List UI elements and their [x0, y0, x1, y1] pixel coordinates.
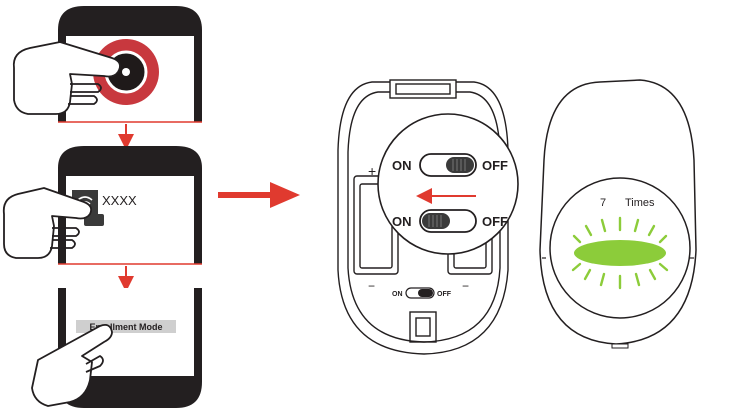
battery-minus-label-right: − [462, 279, 469, 293]
device-name-label: XXXX [102, 193, 137, 208]
switch-magnifier [377, 113, 519, 255]
case-power-switch[interactable]: ON OFF [392, 287, 452, 299]
upper-switch-off-label: OFF [482, 158, 508, 173]
upper-switch-on-label: ON [392, 158, 412, 173]
flash-count-value: 7 [600, 197, 606, 209]
pointing-hand-icon-2 [2, 187, 93, 259]
case-switch-on-label: ON [392, 291, 403, 298]
transition-arrow-icon [218, 182, 300, 208]
lower-switch-on-label: ON [392, 214, 412, 229]
phone-screen-2 [58, 146, 202, 265]
enrollment-mode-label: Enrollment Mode [89, 322, 162, 332]
battery-minus-label-left: − [368, 279, 375, 293]
pointing-hand-icon-3 [31, 323, 113, 407]
pointing-hand-icon-1 [12, 41, 121, 115]
green-led-light [574, 240, 666, 266]
upper-switch[interactable]: ON OFF [392, 153, 508, 177]
panic-button-icon [93, 39, 159, 105]
lower-switch[interactable]: ON OFF [392, 209, 508, 233]
flash-times-label: Times [625, 197, 655, 209]
lower-switch-off-label: OFF [482, 214, 508, 229]
led-flash-icon [571, 216, 669, 290]
battery-plus-label: + [368, 163, 376, 179]
case-switch-off-label: OFF [437, 291, 452, 298]
